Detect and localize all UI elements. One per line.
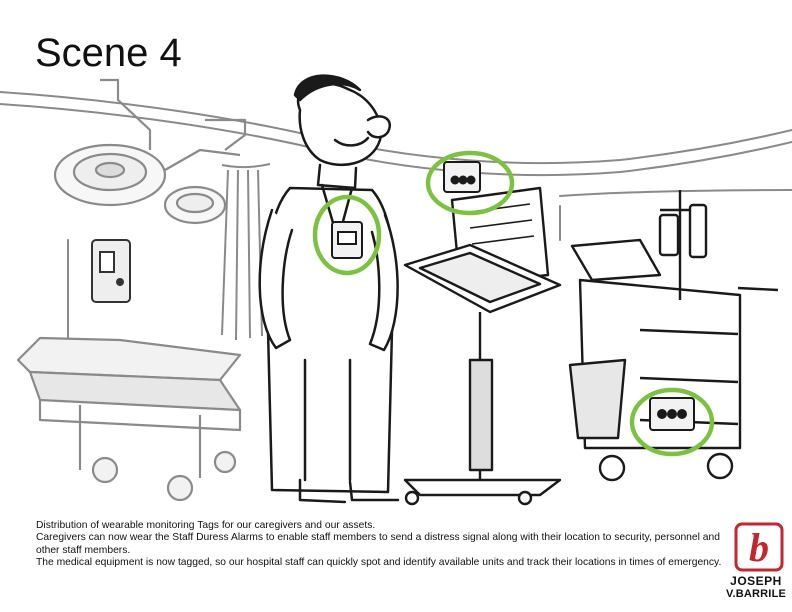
- staff-duress-tag-icon: [331, 221, 363, 259]
- hospital-bed: [16, 336, 242, 502]
- badge-highlight-circle: [312, 194, 382, 276]
- caption-line: The medical equipment is now tagged, so …: [36, 556, 722, 568]
- logo-surname: V.BARRILE: [725, 588, 787, 600]
- cart-tag-highlight-circle: [629, 387, 715, 457]
- hospital-room-illustration: [0, 74, 792, 506]
- computer-workstation: [403, 186, 562, 506]
- wall-dispenser: [91, 239, 131, 303]
- logo-icon: b: [734, 522, 784, 572]
- medical-cart: [568, 190, 779, 482]
- scene-title: Scene 4: [35, 31, 182, 75]
- caption-line: Distribution of wearable monitoring Tags…: [36, 520, 376, 531]
- highlight-circles: [312, 150, 715, 457]
- caption-text: Distribution of wearable monitoring Tags…: [36, 520, 726, 569]
- equipment-tag-icon: [649, 397, 695, 431]
- caregiver-figure: [258, 74, 400, 504]
- equipment-tag-icon: [443, 161, 481, 193]
- logo-name: JOSEPH: [730, 574, 782, 588]
- caption-line: Caregivers can now wear the Staff Duress…: [36, 532, 720, 556]
- logo-mark: b: [749, 525, 769, 570]
- monitor-tag-highlight-circle: [425, 150, 515, 216]
- surgical-lamp: [53, 78, 247, 225]
